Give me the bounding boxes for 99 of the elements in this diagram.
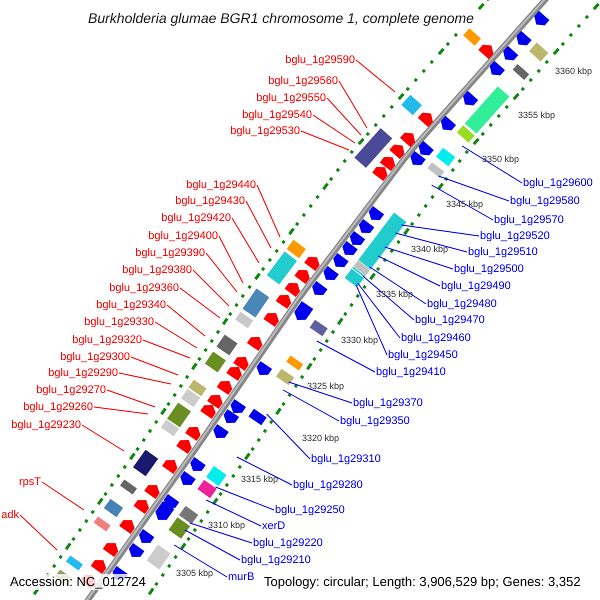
leader-line [154, 322, 198, 348]
gene-label: bglu_1g29260 [23, 400, 93, 414]
gene-label: bglu_1g29580 [510, 194, 580, 208]
leader-line [142, 340, 190, 358]
gene-label: adk [1, 508, 19, 522]
scale-label: 3325 kbp [307, 381, 344, 392]
leader-line [384, 246, 454, 270]
gene-label: bglu_1g29390 [135, 246, 205, 260]
leader-line [357, 282, 400, 338]
leader-line [94, 406, 148, 414]
gene-label: bglu_1g29320 [72, 333, 142, 347]
leader-line [206, 252, 238, 292]
gene-label: bglu_1g29550 [256, 91, 326, 105]
leader-line [316, 340, 376, 372]
gene-label: xerD [262, 519, 286, 533]
gene-label: bglu_1g29450 [388, 348, 458, 362]
leader-line [130, 356, 178, 376]
gene-label: bglu_1g29460 [401, 331, 471, 345]
gene-label: bglu_1g29250 [275, 503, 345, 517]
gene-label: bglu_1g29340 [96, 298, 166, 312]
gene-label: bglu_1g29570 [494, 213, 564, 227]
leader-line [326, 98, 362, 136]
leader-line [288, 382, 352, 404]
gene-label: bglu_1g29230 [11, 418, 81, 432]
gene-label: bglu_1g29210 [241, 553, 311, 567]
leader-line [174, 544, 228, 578]
gene-label: bglu_1g29270 [36, 383, 106, 397]
leader-line [394, 232, 468, 252]
gene-label: rpsT [19, 475, 41, 489]
scale-label: 3320 kbp [302, 433, 340, 444]
leader-line [184, 530, 240, 560]
leader-line [266, 414, 310, 460]
gene-label: bglu_1g29530 [230, 124, 300, 138]
leader-line [106, 390, 156, 408]
leader-line [438, 176, 510, 202]
gene-label: bglu_1g29480 [427, 297, 497, 311]
leader-line [338, 80, 368, 128]
leader-line [312, 114, 356, 144]
leader-line [300, 130, 350, 150]
gene-label: bglu_1g29590 [285, 53, 355, 67]
leader-line [256, 184, 280, 238]
leader-line [369, 266, 426, 304]
scale-label: 3360 kbp [555, 66, 592, 77]
leader-line [218, 236, 244, 284]
scale-label: 3330 kbp [341, 335, 378, 346]
gene-label: bglu_1g29280 [293, 478, 363, 492]
gene-label: bglu_1g29330 [84, 315, 154, 329]
gene-label: bglu_1g29430 [175, 194, 245, 208]
gene-label: bglu_1g29560 [268, 74, 338, 88]
gene-label: bglu_1g29510 [468, 245, 538, 259]
gene-label: bglu_1g29310 [311, 452, 381, 466]
gene-label: bglu_1g29600 [523, 176, 593, 190]
gene-label: bglu_1g29380 [122, 263, 192, 277]
leader-line [236, 456, 292, 486]
leader-line [215, 486, 274, 510]
info-text: Accession: NC_012724 [8, 574, 148, 590]
info-text: Topology: circular; Length: 3,906,529 bp; Genes: 3,352 [262, 574, 583, 590]
gene-label: bglu_1g29540 [242, 108, 312, 122]
gene-label: bglu_1g29290 [48, 366, 118, 380]
gene-label: bglu_1g29470 [415, 313, 485, 327]
gene-label: bglu_1g29360 [109, 281, 179, 295]
leader-line [462, 146, 522, 184]
leader-line [282, 390, 340, 422]
leader-line [118, 372, 172, 384]
scale-label: 3315 kbp [241, 474, 278, 485]
scale-label: 3340 kbp [411, 244, 448, 255]
gene-label: bglu_1g29500 [454, 262, 524, 276]
gene-label: murB [228, 570, 254, 584]
scale-label: 3310 kbp [208, 520, 246, 531]
gene-label: bglu_1g29520 [480, 229, 550, 243]
leader-line [192, 270, 230, 306]
leader-line [400, 224, 480, 236]
leader-line [431, 184, 494, 220]
leader-line [246, 200, 272, 248]
leader-line [356, 284, 388, 356]
leader-line [20, 514, 58, 550]
gene-label: bglu_1g29440 [186, 178, 256, 192]
leader-line [42, 482, 84, 510]
leader-line [356, 60, 396, 92]
leader-line [189, 522, 252, 544]
scale-label: 3355 kbp [518, 110, 556, 121]
leader-line [232, 218, 260, 264]
gene-label: bglu_1g29490 [441, 279, 511, 293]
gene-label: bglu_1g29350 [340, 414, 410, 428]
leader-line [377, 256, 440, 286]
leader-line [206, 500, 262, 526]
scale-label: 3345 kbp [446, 199, 484, 210]
gene-label: bglu_1g29300 [60, 350, 130, 364]
scale-label: 3350 kbp [482, 154, 520, 165]
leader-line [180, 288, 220, 318]
scale-label: 3305 kbp [176, 568, 214, 579]
gene-label: bglu_1g29370 [353, 396, 423, 410]
gene-label: bglu_1g29220 [253, 536, 323, 550]
gene-label: bglu_1g29420 [161, 211, 231, 225]
gene-label: bglu_1g29400 [148, 229, 218, 243]
leader-line [362, 276, 414, 320]
leader-line [82, 424, 124, 452]
gene-label: bglu_1g29410 [376, 365, 446, 379]
leader-line [166, 304, 206, 336]
